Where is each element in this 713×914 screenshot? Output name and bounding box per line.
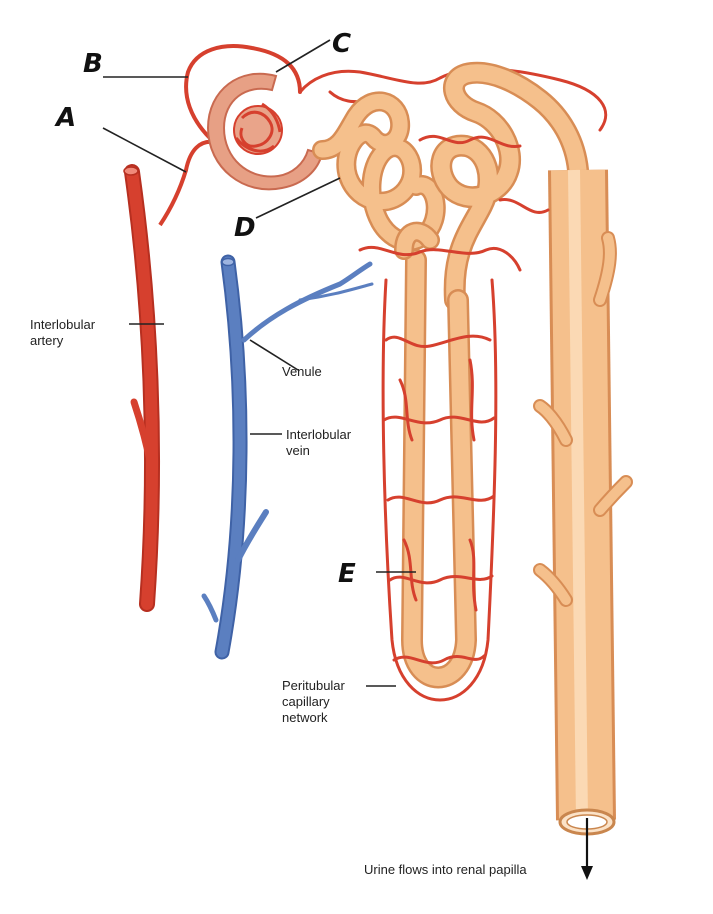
urine-flow-arrow [581,818,593,880]
label-venule: Venule [282,364,322,379]
distal-convoluted-tubule [430,61,589,311]
loop-of-henle [394,221,478,689]
interlobular-artery [123,164,188,612]
label-interlobular-artery-line2: artery [30,333,64,348]
label-interlobular-vein-line1: Interlobular [286,427,352,442]
label-peritubular-line3: network [282,710,328,725]
label-letter-e: E [338,559,356,589]
interlobular-vein [201,254,269,660]
venule [241,261,374,343]
proximal-convoluted-tubule [312,91,446,252]
label-urine-flow: Urine flows into renal papilla [364,862,527,877]
collecting-duct [533,169,633,836]
label-letter-a: A [54,103,76,133]
leader-lines [102,39,416,687]
label-peritubular-line1: Peritubular [282,678,346,693]
label-letter-b: B [83,49,103,79]
label-interlobular-artery: Interlobular artery [30,317,99,348]
label-interlobular-vein: Interlobular vein [286,427,355,458]
label-letter-c: C [332,29,351,59]
label-letter-d: D [234,213,256,243]
label-interlobular-artery-line1: Interlobular [30,317,96,332]
label-peritubular-network: Peritubular capillary network [282,678,349,725]
label-interlobular-vein-line2: vein [286,443,310,458]
renal-corpuscle [206,72,324,191]
label-peritubular-line2: capillary [282,694,330,709]
peritubular-capillary-network [358,134,550,702]
